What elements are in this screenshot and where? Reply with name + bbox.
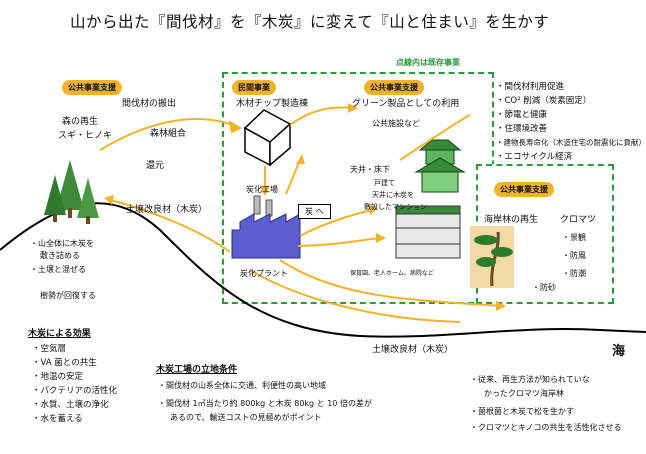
- badge-public-left: 公共事業支援: [62, 80, 122, 95]
- coast-item-windbreak: ・防風: [562, 251, 586, 260]
- forest-union-label: 森林組合: [150, 129, 187, 139]
- condition-1: ・間伐材の山系全体に交通、利便性の高い地域: [158, 381, 326, 390]
- coast-item-tide: ・防潮: [562, 269, 586, 278]
- forest-regeneration-label: 森の再生: [62, 117, 99, 127]
- mansion-icon: [395, 205, 461, 259]
- mansion-label-1: 天井に木炭を: [372, 191, 414, 199]
- effect-item: ・バクテリアの活性化: [32, 386, 118, 396]
- condition-2: ・間伐材 1㎥当たり約 800kg と木炭 80kg と 10 倍の差が: [158, 399, 372, 408]
- effect-item: ・水質、土壌の浄化: [32, 400, 109, 410]
- facility-types-label: 保育園、老人ホーム、病院など: [350, 270, 434, 277]
- forest-return-label: 還元: [146, 161, 165, 171]
- benefit-item: ・節電と健康: [496, 110, 548, 120]
- benefit-item: ・エコサイクル経済: [496, 152, 573, 162]
- pine-note-4: ・クロマツとキノコの共生を活性化させる: [470, 423, 622, 432]
- mountain-action-3: ・土壌と混ぜる: [30, 265, 86, 274]
- coast-item-sand: ・防砂: [532, 283, 556, 292]
- public-facility-label: 公共施設など: [372, 119, 420, 128]
- effect-item: ・VA 菌との共生: [32, 358, 97, 368]
- house-icon: [414, 139, 466, 193]
- mountain-action-1: ・山全体に木炭を: [30, 239, 94, 248]
- benefit-item: ・住環境改善: [496, 124, 548, 134]
- diagram-title: 山から出た『間伐材』を『木炭』に変えて『山と住まい』を生かす: [70, 13, 550, 31]
- mountain-action-2: 敷き詰める: [40, 251, 80, 260]
- pine-tree-icon: [470, 226, 514, 288]
- mansion-label-2: 敷設したマンション: [364, 203, 427, 211]
- effect-item: ・空気層: [32, 344, 67, 354]
- badge-public-right: 公共事業支援: [494, 182, 554, 197]
- pine-note-2: かったクロマツ海岸林: [484, 389, 564, 398]
- chip-building-icon: [243, 109, 292, 167]
- effects-title: 木炭による効果: [28, 329, 91, 339]
- tree-icons: [44, 160, 99, 224]
- existing-business-note: 点線内は既存事業: [396, 58, 460, 67]
- pine-note-3: ・菌根菌と木炭で松を生かす: [470, 407, 574, 416]
- pine-note-1: ・従来、再生方法が知られていな: [470, 375, 590, 384]
- forest-species-label: スギ・ヒノキ: [58, 131, 113, 141]
- charcoal-tag: 炭 へ: [298, 204, 331, 219]
- coast-regeneration-label: 海岸林の再生: [484, 215, 539, 225]
- ceiling-floor-label: 天井・床下: [350, 165, 390, 174]
- mountain-action-4: 樹勢が回復する: [40, 291, 96, 300]
- conditions-title: 木炭工場の立地条件: [156, 365, 238, 375]
- mountain-curve: [0, 202, 646, 338]
- detached-house-label: 戸建て: [374, 179, 395, 187]
- effects-list: ・空気層 ・VA 菌との共生 ・地温の安定 ・バクテリアの活性化 ・水質、土壌の…: [32, 342, 117, 426]
- charcoal-factory-icon: [231, 195, 301, 259]
- forest-soil-label: 土壌改良材（木炭）: [126, 205, 208, 215]
- benefit-item: ・建物長寿命化（木造住宅の耐震化に貢献）: [496, 138, 646, 147]
- condition-3: あるので、輸送コストの見極めがポイント: [170, 413, 322, 422]
- charcoal-factory-label: 炭化工場: [246, 185, 278, 194]
- soil-bottom-label: 土壌改良材（木炭）: [372, 345, 454, 355]
- coast-pine-label: クロマツ: [560, 215, 597, 225]
- sea-label: 海: [612, 344, 626, 359]
- charcoal-plant-label: 炭化プラント: [240, 269, 288, 278]
- effect-item: ・地温の安定: [32, 372, 84, 382]
- badge-public-mid: 公共事業支援: [364, 80, 424, 95]
- green-product-label: グリーン製品としての利用: [352, 99, 460, 109]
- forest-thinning-label: 間伐材の搬出: [122, 99, 177, 109]
- coast-item-scenery: ・景観: [562, 233, 586, 242]
- benefits-list: ・間伐材利用促進 ・CO² 削減（炭素固定） ・節電と健康 ・住環境改善 ・建物…: [496, 80, 646, 164]
- flow-arrows: [99, 103, 506, 323]
- badge-private: 民間事業: [232, 80, 276, 95]
- chip-building-label: 木材チップ製造棟: [236, 99, 309, 109]
- effect-item: ・水を蓄える: [32, 414, 83, 424]
- benefit-item: ・CO² 削減（炭素固定）: [496, 96, 592, 106]
- benefit-item: ・間伐材利用促進: [496, 82, 565, 92]
